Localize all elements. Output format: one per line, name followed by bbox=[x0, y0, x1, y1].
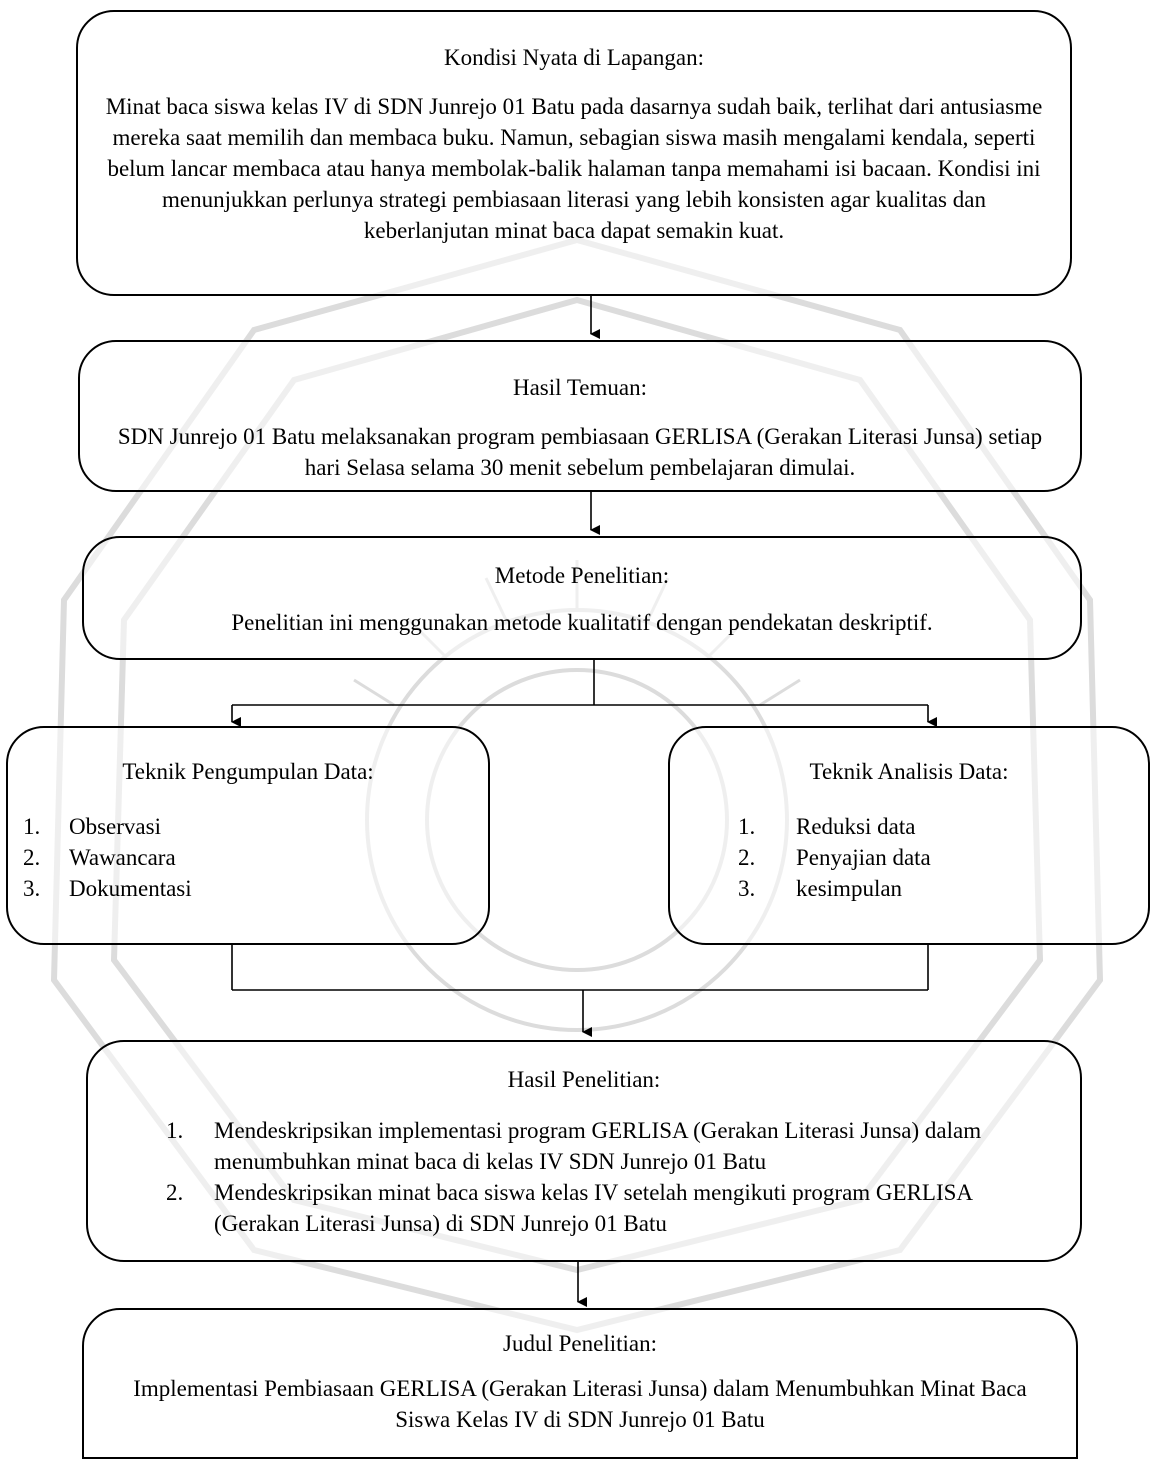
pengumpulan-title: Teknik Pengumpulan Data: bbox=[122, 759, 374, 784]
analisis-list: 1.Reduksi data 2.Penyajian data 3.kesimp… bbox=[738, 811, 1148, 904]
judul-title: Judul Penelitian: bbox=[503, 1331, 657, 1356]
list-item: 2.Mendeskripsikan minat baca siswa kelas… bbox=[166, 1180, 972, 1236]
list-item: 1.Mendeskripsikan implementasi program G… bbox=[166, 1118, 982, 1174]
pengumpulan-list: 1.Observasi 2.Wawancara 3.Dokumentasi bbox=[23, 811, 488, 904]
list-item: 3.kesimpulan bbox=[738, 876, 903, 901]
hasil-list: 1.Mendeskripsikan implementasi program G… bbox=[166, 1115, 1020, 1239]
list-item: 2.Penyajian data bbox=[738, 845, 931, 870]
judul-body: Implementasi Pembiasaan GERLISA (Gerakan… bbox=[133, 1376, 1027, 1432]
temuan-title: Hasil Temuan: bbox=[512, 375, 648, 400]
kondisi-body: Minat baca siswa kelas IV di SDN Junrejo… bbox=[105, 94, 1043, 243]
hasil-title: Hasil Penelitian: bbox=[507, 1067, 661, 1092]
box-teknik-analisis: Teknik Analisis Data: 1.Reduksi data 2.P… bbox=[668, 726, 1150, 945]
metode-body: Penelitian ini menggunakan metode kualit… bbox=[231, 610, 933, 635]
box-hasil-penelitian: Hasil Penelitian: 1.Mendeskripsikan impl… bbox=[86, 1040, 1082, 1262]
box-metode-penelitian: Metode Penelitian: Penelitian ini menggu… bbox=[82, 536, 1082, 660]
kondisi-title: Kondisi Nyata di Lapangan: bbox=[444, 45, 704, 70]
metode-title: Metode Penelitian: bbox=[494, 563, 670, 588]
box-teknik-pengumpulan: Teknik Pengumpulan Data: 1.Observasi 2.W… bbox=[6, 726, 490, 945]
list-item: 2.Wawancara bbox=[23, 845, 176, 870]
list-item: 1.Reduksi data bbox=[738, 814, 916, 839]
analisis-title: Teknik Analisis Data: bbox=[809, 759, 1009, 784]
temuan-body: SDN Junrejo 01 Batu melaksanakan program… bbox=[117, 424, 1043, 480]
box-kondisi-nyata: Kondisi Nyata di Lapangan: Minat baca si… bbox=[76, 10, 1072, 296]
list-item: 1.Observasi bbox=[23, 814, 161, 839]
box-hasil-temuan: Hasil Temuan: SDN Junrejo 01 Batu melaks… bbox=[78, 340, 1082, 492]
list-item: 3.Dokumentasi bbox=[23, 876, 192, 901]
box-judul-penelitian: Judul Penelitian: Implementasi Pembiasaa… bbox=[82, 1308, 1078, 1459]
